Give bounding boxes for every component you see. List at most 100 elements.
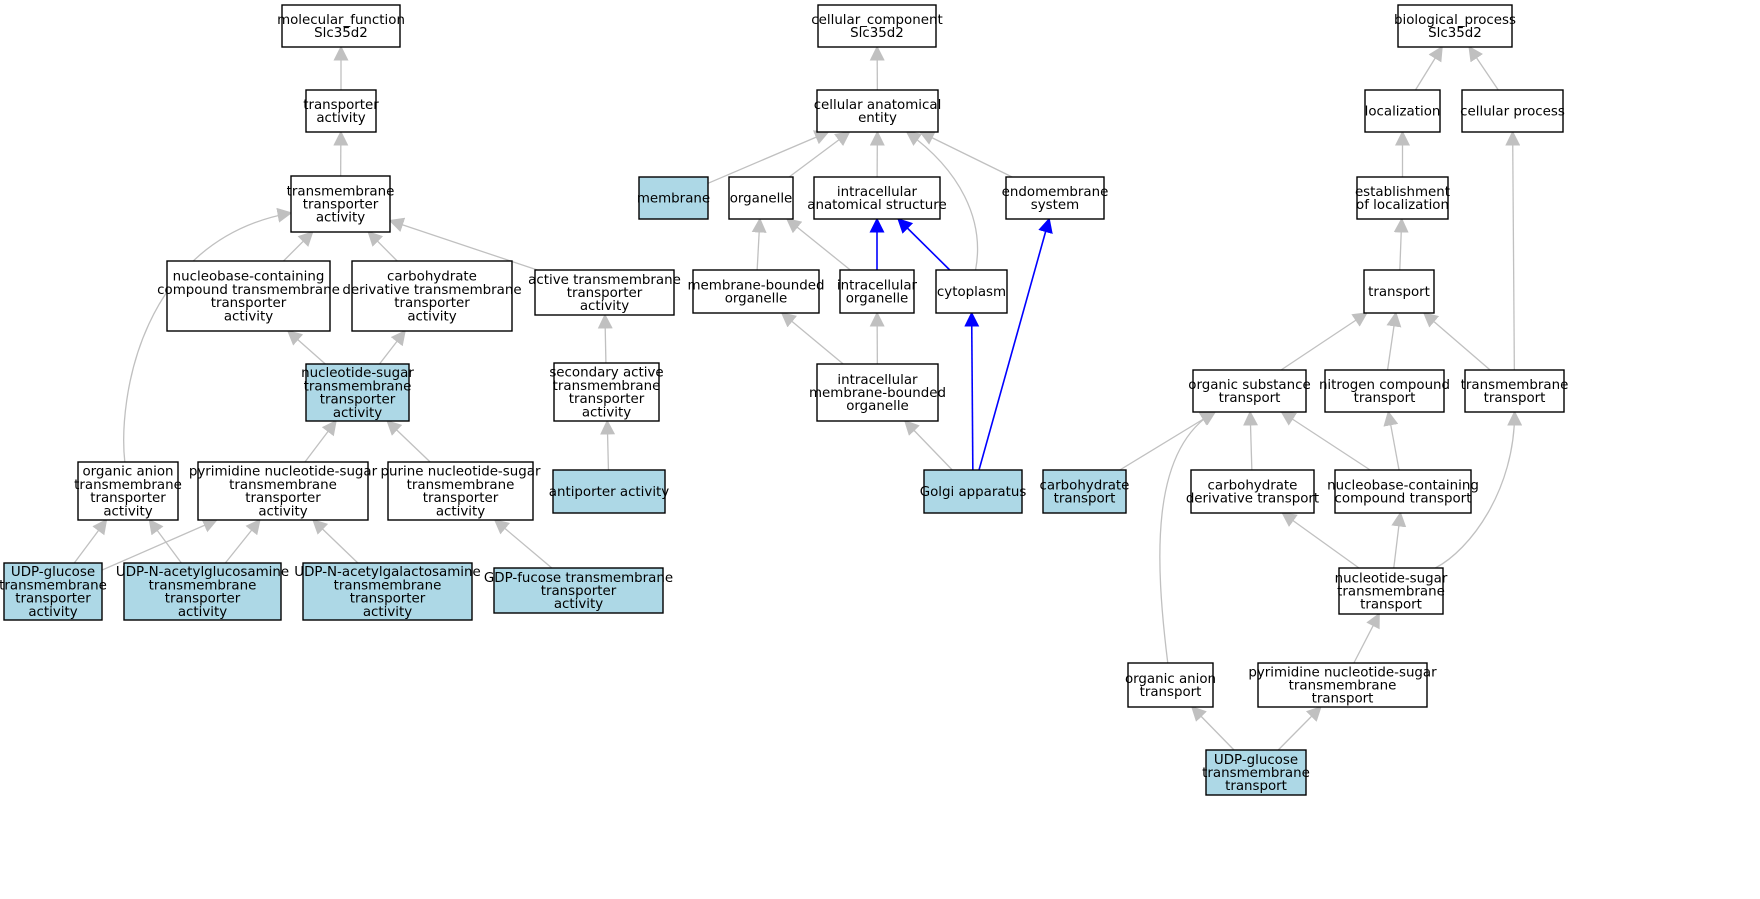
node-cc-org[interactable]: organelle — [728, 176, 794, 220]
edge-cc-golgi-to-cc-cyto — [964, 311, 980, 471]
node-cc-cyto[interactable]: cytoplasm — [935, 269, 1008, 314]
node-bp-tr[interactable]: transport — [1363, 269, 1435, 314]
edge-cc-mbo-to-cc-org — [751, 217, 767, 271]
node-bp-cp[interactable]: cellular process — [1460, 89, 1565, 133]
node-mf-pur[interactable]: purine nucleotide-sugartransmembranetran… — [381, 461, 541, 521]
node-box — [817, 4, 937, 48]
node-label-line: nucleobase-containing — [173, 270, 325, 285]
node-label-line: activity — [258, 504, 307, 519]
edge-bp-ost-to-bp-tr — [1280, 312, 1368, 371]
node-label-line: Slc35d2 — [850, 26, 904, 41]
node-box — [813, 176, 941, 220]
node-bp-pyrt[interactable]: pyrimidine nucleotide-sugartransmembrane… — [1248, 662, 1437, 708]
node-label-line: activity — [103, 504, 152, 519]
node-label-line: activity — [580, 299, 629, 314]
edge-mf-udpnag-to-mf-pyr — [224, 518, 261, 564]
node-mf-pyr[interactable]: pyrimidine nucleotide-sugartransmembrane… — [189, 461, 378, 521]
node-mf-anti[interactable]: antiporter activity — [549, 469, 670, 514]
edge-cc-endo-to-cc-cae — [918, 131, 1013, 178]
node-label-line: carbohydrate — [387, 270, 477, 285]
edge-cc-golgi-to-cc-imbo — [903, 419, 953, 471]
edge-bp-nbct-to-bp-nct — [1383, 410, 1400, 471]
node-mf-sec[interactable]: secondary activetransmembranetransporter… — [549, 362, 664, 422]
node-box — [77, 461, 179, 521]
node-label-line: activity — [224, 309, 273, 324]
node-label-line: transmembrane — [74, 478, 182, 493]
node-mf-ns[interactable]: nucleotide-sugartransmembranetransporter… — [301, 363, 414, 422]
node-mf-gdp[interactable]: GDP-fucose transmembranetransporteractiv… — [484, 567, 673, 614]
node-mf-udpg[interactable]: UDP-glucosetransmembranetransporteractiv… — [0, 562, 107, 621]
node-box — [1461, 89, 1564, 133]
node-cc-mem[interactable]: membrane — [637, 176, 710, 220]
node-label-line: transmembrane — [304, 379, 412, 394]
node-label-line: intracellular — [837, 185, 918, 200]
node-mf-oa[interactable]: organic aniontransmembranetransporteract… — [74, 461, 182, 521]
node-label-line: cellular process — [1460, 105, 1565, 120]
edge-cc-cyto-to-cc-cae — [905, 131, 979, 271]
edge-bp-nst-to-bp-nbct — [1391, 511, 1407, 569]
node-box — [728, 176, 794, 220]
node-box — [1005, 176, 1105, 220]
node-box — [1363, 269, 1435, 314]
node-label-line: transport — [1225, 779, 1287, 794]
node-label-line: GDP-fucose transmembrane — [484, 571, 673, 586]
node-mf-udpnag[interactable]: UDP-N-acetylglucosaminetransmembranetran… — [116, 562, 289, 621]
edge-mf-gdp-to-mf-pur — [493, 519, 553, 569]
node-label-line: membrane-bounded — [809, 386, 946, 401]
node-label-line: transporter — [245, 491, 321, 506]
node-bp-loc[interactable]: localization — [1364, 89, 1441, 133]
node-box — [305, 363, 410, 422]
node-label-line: transporter — [303, 198, 379, 213]
node-label-line: activity — [436, 504, 485, 519]
node-box — [1464, 369, 1565, 413]
node-label-line: UDP-glucose — [1214, 753, 1298, 768]
edge-bp-udpgt-to-bp-pyrt — [1277, 705, 1322, 751]
node-box — [1397, 4, 1513, 48]
node-cc-golgi[interactable]: Golgi apparatus — [920, 469, 1027, 514]
edge-layer — [73, 45, 1523, 751]
edge-mf-pyr-to-mf-ns — [304, 419, 337, 463]
node-label-line: transporter — [350, 592, 426, 607]
node-mf-udpnal[interactable]: UDP-N-acetylgalactosaminetransmembranetr… — [294, 562, 481, 621]
node-box — [387, 461, 534, 521]
node-label-line: antiporter activity — [549, 485, 670, 500]
node-box — [816, 89, 939, 133]
node-box — [816, 363, 939, 422]
node-label-line: organic anion — [82, 465, 173, 480]
node-box — [302, 562, 473, 621]
node-label-line: transmembrane — [0, 578, 107, 593]
node-label-line: UDP-N-acetylgalactosamine — [294, 565, 480, 580]
edge-mf-oa-to-mf-tmta — [123, 207, 293, 463]
node-layer: molecular_functionSlc35d2transporteracti… — [0, 4, 1569, 796]
node-label-line: establishment — [1355, 185, 1450, 200]
node-box — [1364, 89, 1441, 133]
edge-bp-udpgt-to-bp-oat — [1190, 705, 1235, 751]
node-label-line: organelle — [846, 292, 909, 307]
node-label-line: activity — [554, 597, 603, 612]
node-label-line: transporter — [211, 296, 287, 311]
